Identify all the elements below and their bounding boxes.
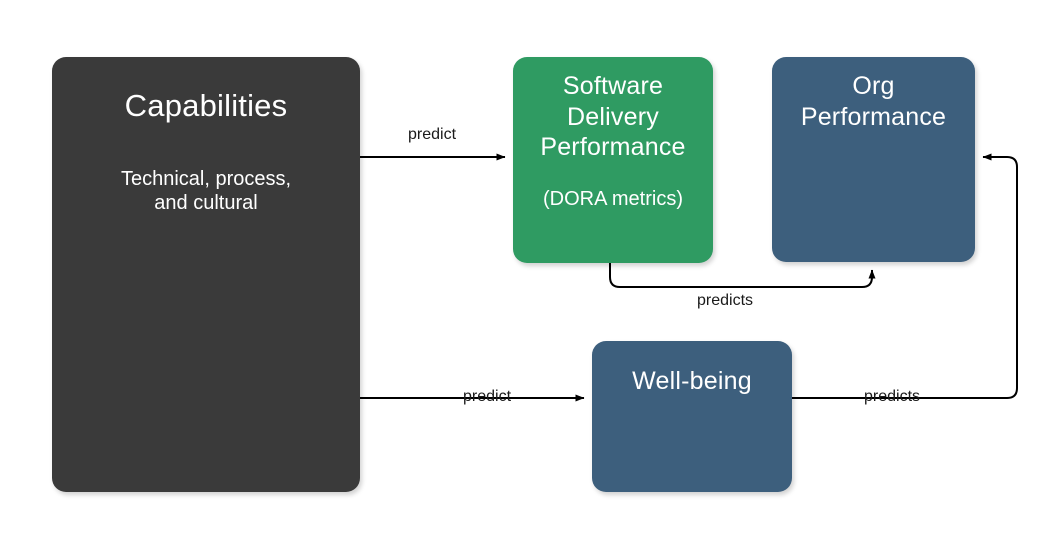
node-capabilities-title: Capabilities [124, 88, 288, 123]
edge-label-predicts-right: predicts [863, 388, 921, 405]
node-org-title-line2: Performance [800, 102, 947, 131]
edge-label-predict-top: predict [407, 126, 457, 143]
node-sdp-title-line1: Software [562, 72, 664, 100]
node-org-title-line1: Org [852, 72, 895, 100]
node-capabilities-subtitle-line1: Technical, process, [120, 167, 292, 190]
node-sdp-title-line3: Performance [540, 133, 686, 161]
node-software-delivery-performance[interactable]: Software Delivery Performance (DORA metr… [513, 57, 713, 263]
edge-label-predict-bottom: predict [462, 388, 512, 405]
node-org-performance[interactable]: Org Performance [772, 57, 975, 262]
edge-sdp-to-org [609, 263, 876, 288]
node-sdp-subtitle: (DORA metrics) [543, 187, 683, 210]
node-sdp-title-line2: Delivery [567, 102, 659, 131]
node-capabilities-subtitle-line2: and cultural [154, 192, 258, 215]
node-well-being[interactable]: Well-being [592, 341, 792, 492]
node-wellbeing-title: Well-being [632, 367, 752, 395]
node-sdp-title: Software Delivery Performance [540, 71, 685, 163]
edge-label-predicts-middle: predicts [696, 292, 754, 309]
node-capabilities[interactable]: Capabilities Technical, process, and cul… [52, 57, 360, 492]
node-org-title: Org Performance [801, 71, 946, 132]
node-capabilities-subtitle: Technical, process, and cultural [81, 167, 331, 216]
